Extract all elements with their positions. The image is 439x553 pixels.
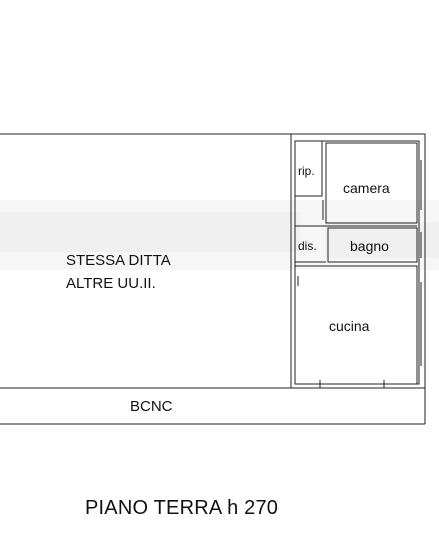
bagno-label: bagno (350, 238, 389, 254)
plan-title: PIANO TERRA h 270 (85, 497, 279, 519)
adjacent-area-label-2: ALTRE UU.II. (66, 275, 156, 292)
bagno-room (327, 227, 418, 263)
cucina-label: cucina (329, 318, 370, 334)
bcnc-label: BCNC (130, 398, 173, 415)
apartment-outer-wall (290, 133, 426, 389)
adjacent-area-label-1: STESSA DITTA (66, 252, 171, 269)
smudge-band (0, 200, 439, 270)
rip-label: rip. (298, 164, 315, 178)
dis-label: dis. (298, 239, 317, 253)
camera-room (325, 142, 418, 224)
camera-label: camera (343, 180, 390, 196)
